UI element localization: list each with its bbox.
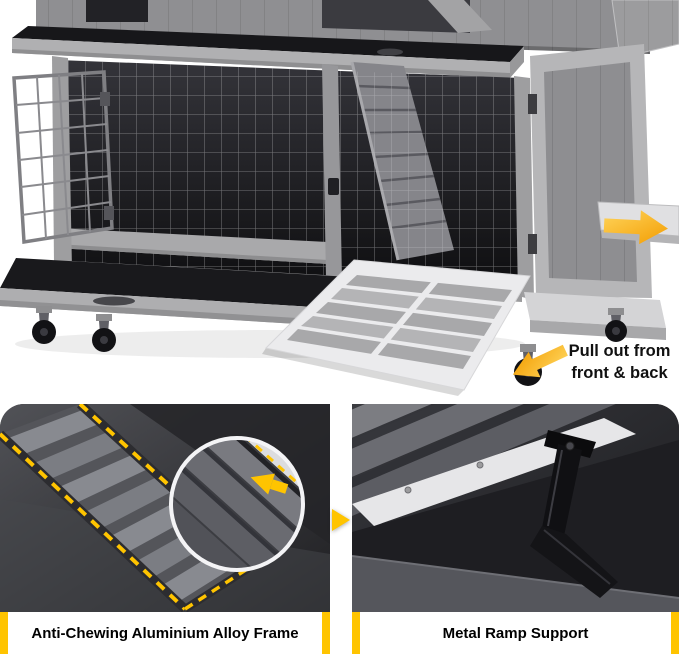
slatted-ramp-extension xyxy=(262,259,531,396)
cage-bottom-rail xyxy=(56,228,328,264)
upper-house xyxy=(36,0,679,59)
pull-out-line2: front & back xyxy=(571,363,668,382)
screw-icon xyxy=(476,461,484,469)
hutch-photo-illustration xyxy=(0,0,679,396)
panel-hinge xyxy=(528,94,537,114)
interior-divider xyxy=(428,0,492,33)
anti-chew-photo xyxy=(0,404,330,612)
wire-mesh xyxy=(58,60,522,290)
feature-panel-ramp-support xyxy=(352,404,679,612)
floor xyxy=(352,556,679,612)
caption-band-ramp-support: Metal Ramp Support xyxy=(352,612,679,654)
right-base-platform xyxy=(524,292,666,328)
feature-caption-ramp-support: Metal Ramp Support xyxy=(442,624,589,642)
caster-wheel xyxy=(92,314,116,352)
tray-handle-hole xyxy=(377,48,403,56)
magnifier-circle-icon xyxy=(169,436,305,572)
pull-out-annotation: Pull out from front & back xyxy=(560,341,679,385)
upper-interior xyxy=(322,0,470,33)
frame-pointer-arrow-icon xyxy=(250,473,289,495)
caster-wheel xyxy=(32,306,56,344)
metal-ramp-bracket xyxy=(530,430,618,598)
feature-panel-anti-chew xyxy=(0,404,330,612)
panel-next-arrow-icon xyxy=(329,506,353,534)
pull-arrow-front-icon xyxy=(512,344,568,378)
bolt-icon xyxy=(565,441,575,451)
right-door-panel xyxy=(528,44,652,298)
screw-icon xyxy=(404,486,412,494)
caster-wheel xyxy=(605,308,627,342)
door-hinge xyxy=(100,92,110,106)
accent-bar xyxy=(322,612,330,654)
aluminium-frame-strip xyxy=(198,438,303,545)
caption-band-anti-chew: Anti-Chewing Aluminium Alloy Frame xyxy=(0,612,330,654)
pull-out-line1: Pull out from xyxy=(568,342,671,360)
panel-hinge xyxy=(528,234,537,254)
pull-arrow-right-icon xyxy=(603,210,668,245)
feature-caption-anti-chew: Anti-Chewing Aluminium Alloy Frame xyxy=(31,624,299,642)
tray-handle-notch xyxy=(93,296,135,306)
ramp-support-photo xyxy=(352,404,679,612)
accent-bar xyxy=(0,612,8,654)
wire-door-open xyxy=(12,70,114,245)
accent-bar xyxy=(352,612,360,654)
wire-cage xyxy=(56,60,522,290)
door-latch xyxy=(328,178,339,195)
accent-bar xyxy=(671,612,679,654)
upper-opening xyxy=(86,0,148,22)
ramp-underside-slats xyxy=(352,404,672,537)
door-hinge xyxy=(104,206,114,220)
